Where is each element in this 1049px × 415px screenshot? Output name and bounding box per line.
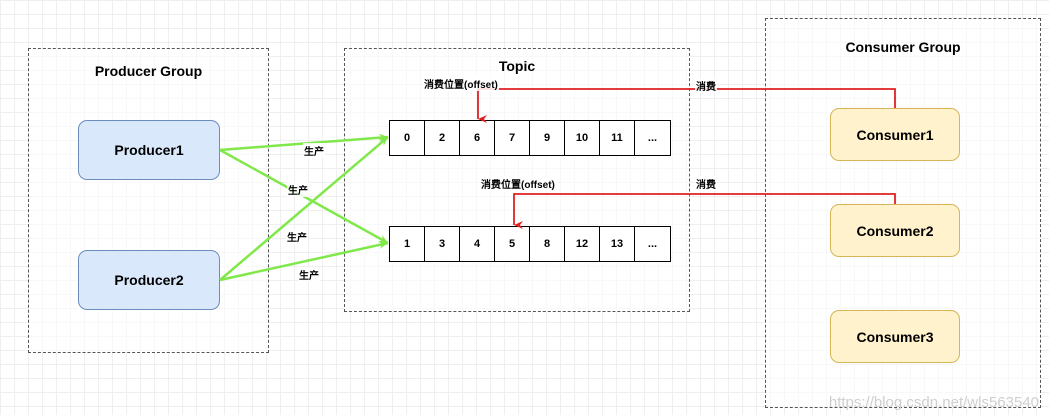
queue-2: 1 3 4 5 8 12 13 ...	[389, 226, 671, 262]
produce-label: 生产	[298, 267, 320, 282]
watermark: https://blog.csdn.net/wls563540	[828, 394, 1039, 411]
queue-1-cell: ...	[647, 132, 658, 144]
consumer-2[interactable]: Consumer2	[830, 204, 960, 257]
offset-label: 消费位置(offset)	[480, 176, 556, 191]
queue-1-cell: 0	[390, 121, 425, 155]
producer-2[interactable]: Producer2	[78, 250, 220, 310]
queue-1-cell: 9	[530, 121, 565, 155]
producer-1[interactable]: Producer1	[78, 120, 220, 180]
topic-title: Topic	[498, 58, 536, 74]
queue-1: 0 2 6 7 9 10 11 ...	[389, 120, 671, 156]
queue-2-cell: 5	[495, 227, 530, 261]
producer-group-title: Producer Group	[94, 63, 203, 79]
queue-2-cell: 1	[390, 227, 425, 261]
queue-2-cell: 13	[600, 227, 635, 261]
queue-2-cell: 8	[530, 227, 565, 261]
consumer-group-title: Consumer Group	[845, 39, 961, 55]
queue-2-cell: 3	[425, 227, 460, 261]
queue-1-cell: 10	[565, 121, 600, 155]
consumer-1[interactable]: Consumer1	[830, 108, 960, 161]
queue-1-cell: 6	[460, 121, 495, 155]
queue-1-cell: 11	[600, 121, 635, 155]
produce-label: 生产	[303, 143, 325, 158]
queue-1-cell: 2	[425, 121, 460, 155]
consume-label: 消费	[695, 176, 717, 191]
produce-label: 生产	[287, 182, 309, 197]
queue-2-cell: 12	[565, 227, 600, 261]
produce-label: 生产	[286, 229, 308, 244]
queue-2-cell: 4	[460, 227, 495, 261]
consume-label: 消费	[695, 78, 717, 93]
queue-1-cell: 7	[495, 121, 530, 155]
consumer-3[interactable]: Consumer3	[830, 310, 960, 363]
queue-2-cell: ...	[647, 238, 658, 250]
offset-label: 消费位置(offset)	[423, 76, 499, 91]
